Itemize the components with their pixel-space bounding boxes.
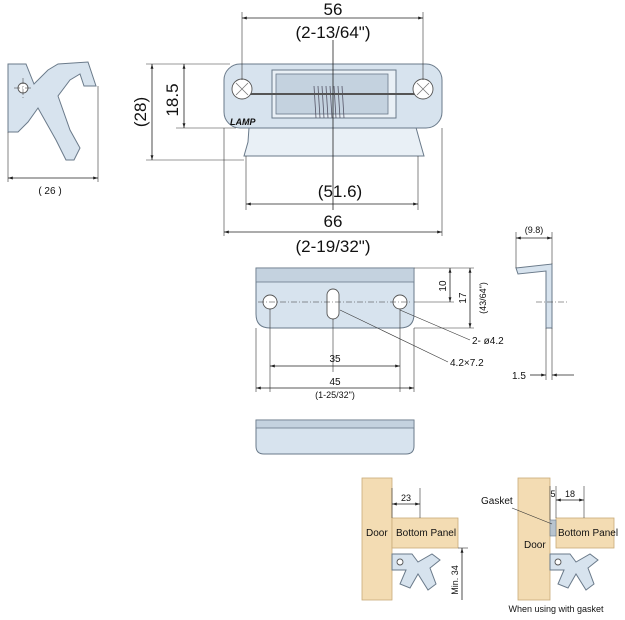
dim-45-inch: (1-25/32") bbox=[315, 390, 355, 400]
latch-top-view: LAMP bbox=[223, 63, 443, 157]
min-34: Min. 34 bbox=[450, 565, 460, 595]
strike-side-view: (9.8) 1.5 bbox=[512, 225, 574, 382]
gasket-caption: When using with gasket bbox=[508, 604, 604, 614]
dim-26: ( 26 ) bbox=[38, 186, 61, 197]
strike-dimensions: 10 17 (43/64") 2- ø4.2 4.2×7.2 35 45 (1-… bbox=[255, 267, 504, 400]
dim-18: 18 bbox=[565, 489, 575, 499]
dim-56: 56 bbox=[324, 0, 343, 19]
dim-9-8: (9.8) bbox=[525, 225, 544, 235]
bottom-panel-label: Bottom Panel bbox=[396, 528, 456, 539]
dim-51-6: (51.6) bbox=[318, 182, 362, 201]
dim-35: 35 bbox=[329, 354, 341, 365]
brand-mark: LAMP bbox=[230, 117, 256, 127]
dim-10: 10 bbox=[438, 280, 449, 292]
bottom-panel-gasket bbox=[555, 517, 615, 549]
dim-56-inch: (2-13/64") bbox=[295, 23, 370, 42]
dim-17: 17 bbox=[458, 292, 469, 304]
door-panel-gasket bbox=[517, 477, 551, 601]
dim-28: (28) bbox=[131, 97, 150, 127]
install-diagram-gasket: Gasket Door Bottom Panel 5 18 When using… bbox=[481, 477, 618, 614]
bottom-panel-label-gasket: Bottom Panel bbox=[558, 528, 618, 539]
door-label: Door bbox=[366, 528, 388, 539]
strike-plate-front bbox=[255, 267, 415, 329]
dim-66-inch: (2-19/32") bbox=[295, 237, 370, 256]
dim-23: 23 bbox=[401, 493, 411, 503]
dim-5: 5 bbox=[550, 489, 555, 499]
door-panel bbox=[361, 477, 393, 601]
dim-66: 66 bbox=[324, 212, 343, 231]
dim-17-inch: (43/64") bbox=[478, 282, 488, 314]
side-depth-dimension: ( 26 ) bbox=[7, 86, 99, 197]
gasket-label: Gasket bbox=[481, 496, 513, 507]
bottom-panel bbox=[391, 517, 459, 549]
holes-callout: 2- ø4.2 bbox=[472, 336, 504, 347]
install-diagram-standard: Door Bottom Panel 23 Min. 34 bbox=[361, 477, 468, 601]
latch-side-view bbox=[7, 61, 97, 161]
door-label-gasket: Door bbox=[524, 540, 546, 551]
gasket bbox=[549, 519, 557, 537]
top-dimensions: 56 (2-13/64") (28) 18.5 (51.6) 66 (2-19/… bbox=[131, 0, 443, 256]
dim-1-5: 1.5 bbox=[512, 371, 526, 382]
spring-coil bbox=[275, 73, 389, 119]
strike-slot bbox=[326, 288, 340, 320]
strike-plate-bottom bbox=[255, 419, 415, 455]
slot-callout: 4.2×7.2 bbox=[450, 358, 484, 369]
dim-45: 45 bbox=[329, 377, 341, 388]
dim-18-5: 18.5 bbox=[163, 83, 182, 116]
